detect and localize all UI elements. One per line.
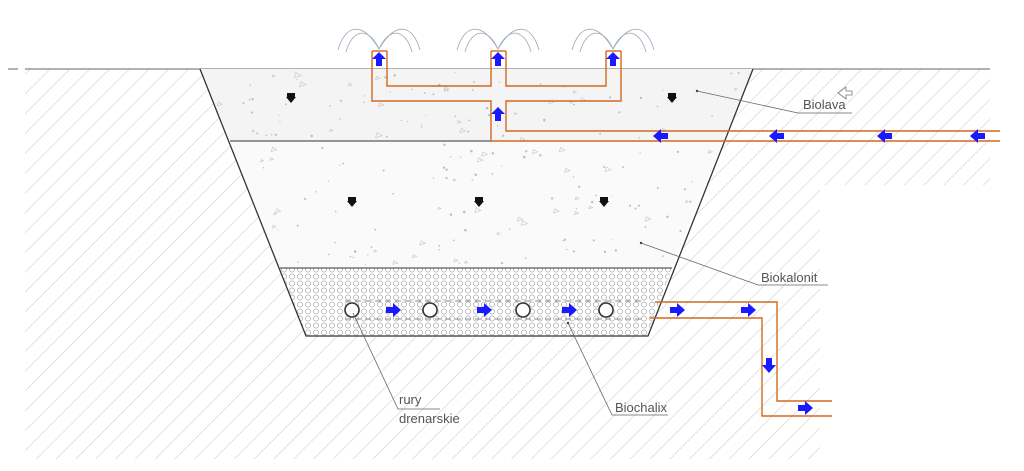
black-down-arrow-icon	[599, 197, 609, 207]
outflow-pipe	[650, 301, 832, 417]
leader-lines	[352, 90, 852, 416]
drain-pipe-circle-icon	[422, 302, 438, 318]
black-down-arrow-icon	[347, 197, 357, 207]
blue-flow-arrow-icon	[670, 303, 685, 317]
outline-left-arrow-icon	[837, 86, 853, 100]
drain-band	[345, 300, 645, 320]
inflow-pipe	[371, 50, 1000, 142]
label-rury: rury	[399, 392, 422, 407]
blue-flow-arrow-icon	[970, 129, 985, 143]
blue-flow-arrow-icon	[491, 52, 505, 66]
blue-flow-arrow-icon	[372, 52, 386, 66]
label-biolava: Biolava	[803, 97, 846, 112]
leader-dots	[566, 89, 699, 325]
ground-hatch	[25, 69, 990, 459]
drain-pipe-circle-icon	[515, 302, 531, 318]
blue-flow-arrow-icon	[653, 129, 668, 143]
blue-flow-arrow-icon	[762, 358, 776, 373]
biolava-layer	[200, 69, 753, 141]
black-down-arrow-icon	[286, 93, 296, 103]
blue-flow-arrow-icon	[562, 303, 577, 317]
biokalonit-layer	[230, 141, 723, 268]
blue-flow-arrow-icon	[477, 303, 492, 317]
label-biochalix: Biochalix	[615, 400, 668, 415]
blue-flow-arrow-icon	[877, 129, 892, 143]
label-drenarskie: drenarskie	[399, 411, 460, 426]
biochalix-layer	[280, 268, 672, 336]
black-down-arrow-icon	[474, 197, 484, 207]
blue-flow-arrow-icon	[741, 303, 756, 317]
basin-outline	[199, 68, 754, 337]
label-biokalonit: Biokalonit	[761, 270, 818, 285]
blue-flow-arrow-icon	[386, 303, 401, 317]
spray-fountain-icon	[337, 28, 655, 53]
aggregate-texture	[216, 71, 740, 266]
blue-flow-arrow-icon	[798, 401, 813, 415]
black-down-arrow-icon	[667, 93, 677, 103]
flow-arrows	[372, 52, 985, 415]
drain-pipe-circle-icon	[344, 302, 360, 318]
blue-flow-arrow-icon	[491, 107, 505, 121]
blue-flow-arrow-icon	[769, 129, 784, 143]
drain-pipes	[344, 302, 614, 318]
blue-flow-arrow-icon	[606, 52, 620, 66]
drain-pipe-circle-icon	[598, 302, 614, 318]
infiltration-arrows	[286, 93, 677, 207]
